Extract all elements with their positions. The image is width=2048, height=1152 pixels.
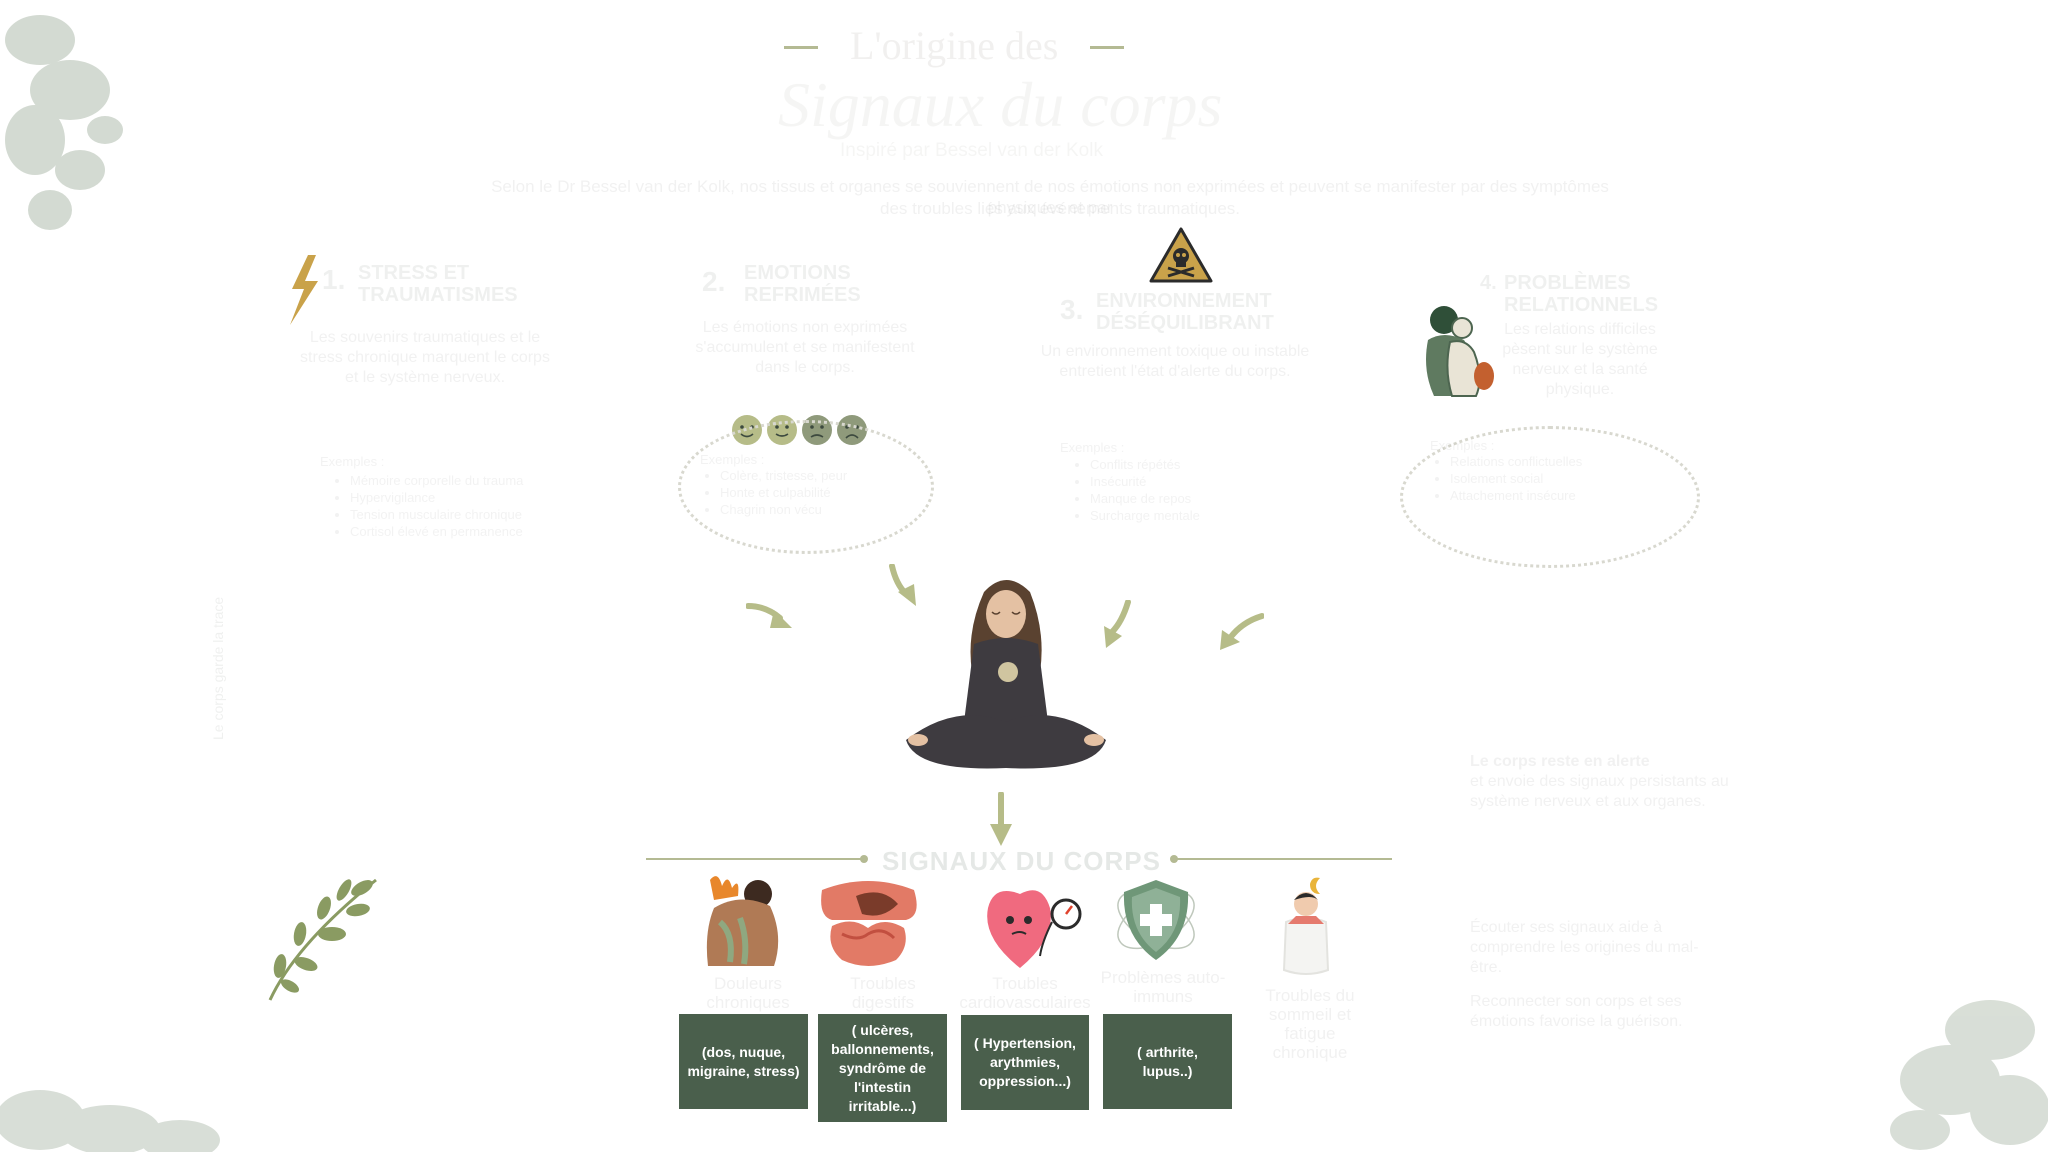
symptom-4-label: Problèmes auto-immuns — [1100, 968, 1226, 1006]
list-item: Mémoire corporelle du trauma — [350, 472, 580, 489]
subtitle: Inspiré par Bessel van der Kolk — [840, 140, 1103, 161]
cause-3-text: Un environnement toxique ou instable ent… — [1040, 343, 1310, 380]
title-line-right — [1090, 46, 1124, 49]
symptom-2-box: ( ulcères, ballonnements, syndrôme de l'… — [818, 1014, 947, 1122]
list-item: Relations conflictuelles — [1450, 453, 1680, 470]
leaf-decoration-bottom-right — [1890, 1000, 2048, 1150]
list-item: Attachement insécure — [1450, 487, 1680, 504]
section-divider — [646, 855, 1392, 863]
sleeping-person-icon — [1282, 877, 1330, 975]
list-item: Chagrin non vécu — [720, 501, 920, 518]
arrow-icon — [1104, 600, 1131, 648]
cause-4-examples-oval — [1400, 426, 1700, 568]
meditating-woman-illustration — [906, 580, 1106, 769]
hugging-couple-icon — [1426, 306, 1494, 397]
list-item: Honte et culpabilité — [720, 484, 920, 501]
side-note-2: Écouter ses signaux aide à comprendre le… — [1470, 918, 1730, 1032]
list-item: Conflits répétés — [1090, 456, 1330, 473]
cause-3-examples: Conflits répétés Insécurité Manque de re… — [1070, 456, 1330, 524]
cause-1-examples: Mémoire corporelle du trauma Hypervigila… — [330, 472, 580, 540]
symptom-3-label: Troubles cardiovasculaires — [959, 974, 1091, 1012]
shield-cross-icon — [1117, 880, 1195, 960]
list-item: Manque de repos — [1090, 490, 1330, 507]
vertical-note: Le corps garde la trace — [210, 596, 226, 740]
list-item: Tension musculaire chronique — [350, 506, 580, 523]
symptom-4-box: ( arthrite, lupus..) — [1103, 1014, 1232, 1109]
list-item: Insécurité — [1090, 473, 1330, 490]
symptom-2-label: Troubles digestifs — [850, 974, 916, 1012]
leaf-branch-icon — [268, 878, 377, 1001]
side-note-2-text-1: Écouter ses signaux aide à comprendre le… — [1470, 919, 1699, 976]
cause-4-number: 4. — [1480, 272, 1497, 294]
side-note-1-title: Le corps reste en alerte — [1470, 753, 1650, 770]
title-line-left — [784, 46, 818, 49]
cause-2-number: 2. — [702, 266, 726, 297]
cause-2-text: Les émotions non exprimées s'accumulent … — [695, 319, 915, 376]
cause-2-examples-box: Exemples : Colère, tristesse, peur Honte… — [700, 452, 920, 518]
cause-2-examples: Colère, tristesse, peur Honte et culpabi… — [700, 467, 920, 518]
page-title: Signaux du corps — [778, 69, 1223, 140]
cause-1-number: 1. — [322, 264, 346, 295]
cause-2-examples-label: Exemples : — [700, 452, 765, 467]
list-item: Colère, tristesse, peur — [720, 467, 920, 484]
side-note-2-text-2: Reconnecter son corps et ses émotions fa… — [1470, 993, 1683, 1030]
cause-3-number: 3. — [1060, 294, 1084, 325]
side-note-1: Le corps reste en alerte et envoie des s… — [1470, 752, 1730, 812]
list-item: Cortisol élevé en permanence — [350, 523, 580, 540]
intestine-icon — [821, 881, 917, 966]
back-pain-icon — [706, 876, 779, 966]
cause-3-examples-label: Exemples : — [1060, 440, 1125, 455]
lightning-icon — [290, 255, 318, 325]
arrow-icon — [889, 564, 916, 606]
cause-1-text: Les souvenirs traumatiques et le stress … — [300, 329, 550, 386]
cause-2-title: EMOTIONS REFRIMÉES — [744, 262, 861, 306]
cause-4-examples-box: Exemples : Relations conflictuelles Isol… — [1430, 438, 1680, 504]
cause-4-text: Les relations difficiles pèsent sur le s… — [1502, 321, 1658, 398]
symptom-3-box: ( Hypertension, arythmies, oppression...… — [961, 1015, 1089, 1110]
section-title: SIGNAUX DU CORPS — [882, 846, 1161, 876]
intro-line-1: Selon le Dr Bessel van der Kolk, nos tis… — [491, 177, 1609, 217]
side-note-1-text: et envoie des signaux persistants au sys… — [1470, 773, 1729, 810]
arrow-icon — [1220, 613, 1264, 650]
list-item: Isolement social — [1450, 470, 1680, 487]
arrow-icon — [990, 792, 1012, 846]
cause-1-examples-label: Exemples : — [320, 454, 385, 469]
intro-line-2: des troubles liés aux événements traumat… — [879, 199, 1241, 218]
symptom-1-label: Douleurs chroniques — [706, 974, 790, 1012]
cause-4-examples: Relations conflictuelles Isolement socia… — [1430, 453, 1680, 504]
symptom-5-label: Troubles du sommeil et fatigue chronique — [1265, 986, 1355, 1062]
leaf-decoration-top-left — [5, 15, 123, 230]
heart-icon — [987, 890, 1082, 968]
leaf-decoration-bottom-left — [0, 1090, 220, 1152]
cause-4-title: PROBLÈMES RELATIONNELS — [1504, 272, 1659, 316]
cause-1-title: STRESS ET TRAUMATISMES — [358, 262, 518, 306]
cause-2-examples-oval — [678, 420, 934, 554]
arrow-icon — [746, 603, 792, 628]
symptom-1-box: (dos, nuque, migraine, stress) — [679, 1014, 808, 1109]
title-top: L'origine des — [850, 23, 1059, 68]
cause-3-title: ENVIRONNEMENT DÉSÉQUILIBRANT — [1096, 290, 1274, 334]
danger-skull-icon — [1149, 227, 1213, 283]
list-item: Hypervigilance — [350, 489, 580, 506]
list-item: Surcharge mentale — [1090, 507, 1330, 524]
cause-4-examples-label: Exemples : — [1430, 438, 1495, 453]
